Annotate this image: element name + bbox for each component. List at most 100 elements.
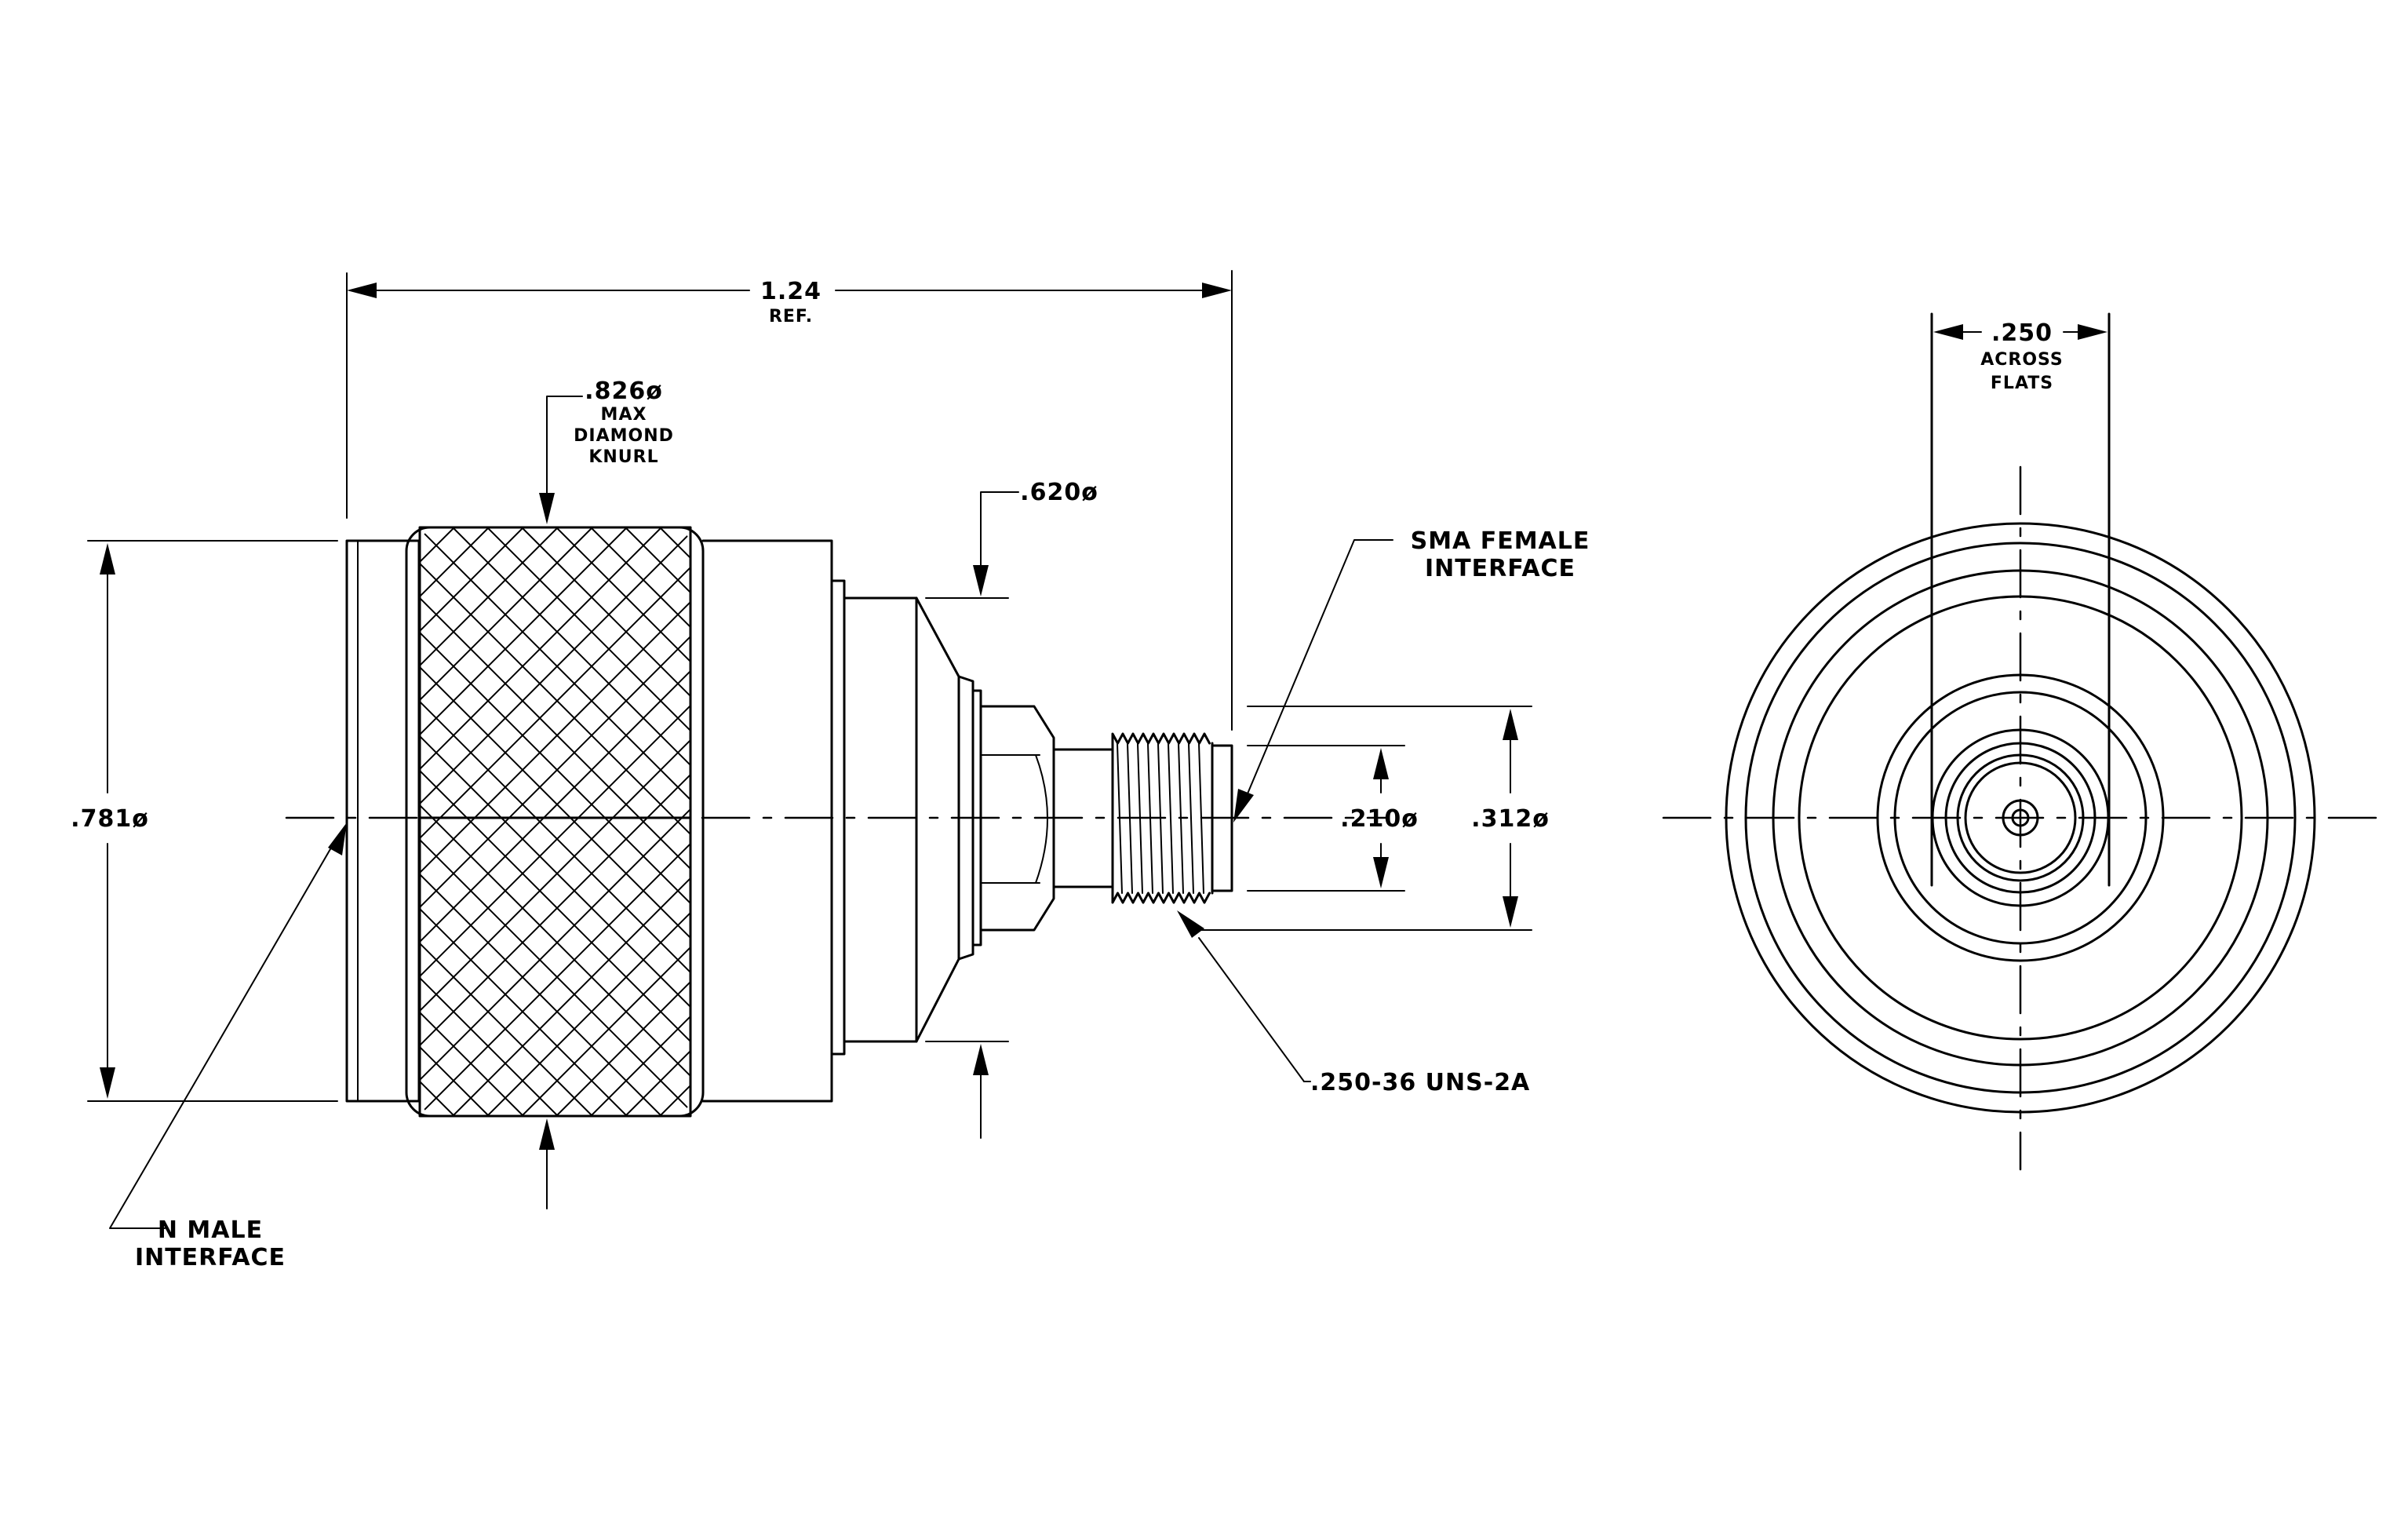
knurl-line [420, 527, 690, 1116]
mid-ring-1 [1876, 673, 2165, 962]
leader-n-male-upper [194, 843, 334, 1084]
knurl-line [486, 527, 690, 1116]
rear-flange [830, 579, 846, 1056]
knurl-line [798, 527, 1386, 1116]
arrow-flats-left [1933, 324, 1963, 340]
arrow-sma [1233, 789, 1254, 823]
label-knurl-knurl: KNURL [588, 447, 658, 467]
arrow-body-bottom [100, 1067, 115, 1099]
knurl-line [420, 527, 662, 1116]
outer-ring-1 [1725, 522, 2316, 1114]
thread-section [1111, 732, 1214, 904]
knurl-line [420, 527, 593, 1116]
label-step-dia: .620ø [1020, 479, 1098, 506]
knurl-line [832, 527, 1421, 1116]
knurl-line [590, 527, 690, 1116]
thread-line [1127, 742, 1133, 894]
knurl-line [420, 527, 690, 1116]
arrow-outer-top [1503, 709, 1518, 740]
mid-ring-2 [1893, 691, 2148, 945]
knurl-line [798, 527, 1386, 1116]
leader-step-top [980, 491, 1019, 570]
arrow-knurl-bottom [539, 1118, 555, 1150]
knurl-line [420, 527, 690, 1116]
knurl-line [420, 527, 421, 1116]
knurl-line [694, 527, 1283, 1116]
arrow-outer-bottom [1503, 896, 1518, 928]
label-inner-dia: .210ø [1340, 805, 1419, 833]
knurl-line [556, 527, 690, 1116]
knurl-line [936, 527, 1525, 1116]
arrow-body-top [100, 543, 115, 574]
pin [2011, 808, 2030, 827]
thread-line [1168, 742, 1174, 894]
knurl-line [420, 527, 524, 1116]
knurl-line [452, 527, 690, 1116]
knurl-line [420, 527, 690, 1116]
arrow-inner-bottom [1373, 857, 1389, 888]
knurl-line [763, 527, 1352, 1116]
rear-body [701, 539, 833, 1103]
knurl-line [625, 527, 690, 1116]
leader-n-male [109, 1082, 195, 1229]
side-view: 1.24 REF. .826ø MAX DIAMOND KNURL .781ø … [71, 270, 1590, 1271]
knurl-line [420, 527, 593, 1116]
knurl-line [420, 527, 524, 1116]
knurl-line [420, 527, 559, 1116]
label-knurl-max: MAX [601, 405, 647, 425]
arrow-knurl-top [539, 493, 555, 524]
hex-section [979, 705, 1055, 932]
arrow-length-left [347, 283, 377, 298]
outer-ring-4 [1798, 595, 2243, 1041]
knurl-line [521, 527, 690, 1116]
leader-sma [1239, 539, 1393, 813]
knurl-line [420, 527, 690, 1116]
end-view: .250 ACROSS FLATS [1662, 312, 2379, 1171]
label-n-line2: INTERFACE [135, 1244, 286, 1271]
arrow-step-top [973, 565, 989, 596]
thread-line [1117, 742, 1123, 894]
label-thread: .250-36 UNS-2A [1310, 1069, 1530, 1096]
outer-ring-2 [1744, 542, 2297, 1094]
arrow-thread [1177, 910, 1204, 938]
inner-ring-3 [1956, 753, 2085, 882]
thread-line [1137, 742, 1143, 894]
knurl-line [420, 527, 559, 1116]
taper-cone [915, 596, 960, 1043]
label-flats-line1: ACROSS [1980, 350, 2064, 370]
knurl-line [556, 527, 690, 1116]
leader-thread [1198, 937, 1305, 1082]
arrow-flats-right [2078, 324, 2107, 340]
knurled-nut-inner [418, 526, 692, 1118]
thread-crest-top [1111, 732, 1211, 745]
knurl-line [486, 527, 690, 1116]
label-flats-line2: FLATS [1991, 374, 2053, 393]
thread-line [1157, 742, 1164, 894]
knurled-nut [405, 526, 705, 1118]
knurl-line [420, 527, 628, 1116]
knurl-line [763, 527, 1352, 1116]
label-overall-length: 1.24 [760, 278, 821, 305]
knurl-line [936, 527, 1525, 1116]
label-sma-line1: SMA FEMALE [1411, 527, 1590, 555]
arrow-step-bottom [973, 1044, 989, 1075]
knurl-line [521, 527, 690, 1116]
knurl-line [694, 527, 1283, 1116]
thread-line [1188, 742, 1194, 894]
outer-ring-3 [1772, 569, 2269, 1067]
knurl-line [590, 527, 690, 1116]
pin-ring [2002, 799, 2039, 837]
knurl-line [420, 527, 690, 1116]
knurl-line [420, 527, 690, 1116]
sma-front [1211, 744, 1233, 892]
knurl-line [729, 527, 1317, 1116]
knurl-line [625, 527, 690, 1116]
thread-line [1147, 742, 1153, 894]
label-knurl-diamond: DIAMOND [574, 426, 674, 446]
inner-ring-4 [1964, 761, 2077, 874]
knurl-line [420, 527, 690, 1116]
label-flats: .250 [1991, 319, 2053, 347]
label-n-line1: N MALE [158, 1216, 263, 1244]
knurl-line [420, 527, 662, 1116]
knurl-line [832, 527, 1421, 1116]
